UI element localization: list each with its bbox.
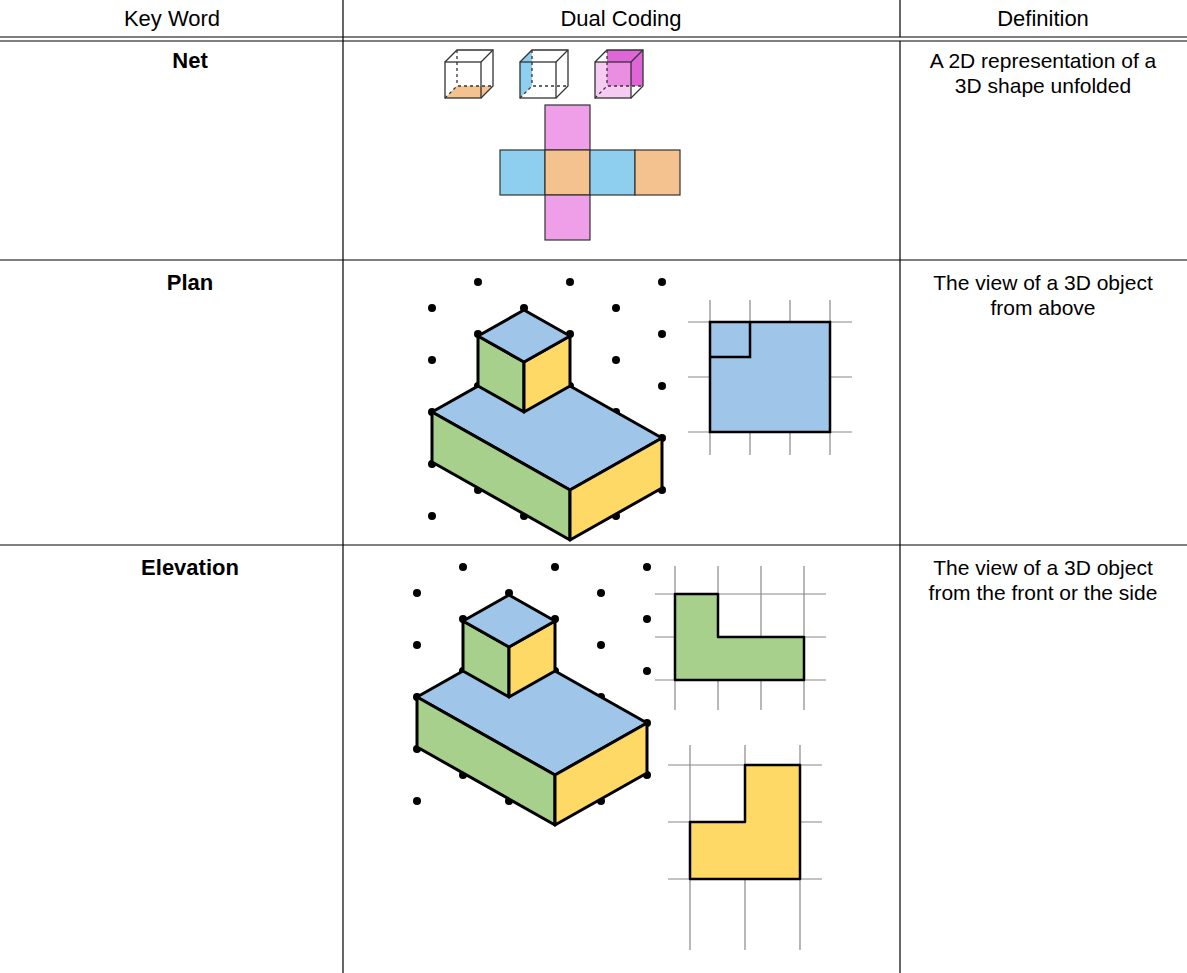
side-elevation <box>668 745 822 950</box>
front-elevation <box>655 566 826 710</box>
key-word: Elevation <box>40 555 340 581</box>
cube-sketches <box>445 50 643 98</box>
column-header: Definition <box>913 6 1173 32</box>
key-word: Net <box>40 48 340 74</box>
cube-pink-back <box>595 50 643 98</box>
definition-text: A 2D representation of a 3D shape unfold… <box>918 48 1168 98</box>
cube-net <box>500 105 680 240</box>
key-word: Plan <box>40 270 340 296</box>
definition-text: The view of a 3D object from the front o… <box>918 555 1168 605</box>
plan-view <box>688 300 852 455</box>
isometric-solid <box>413 563 651 825</box>
column-header: Dual Coding <box>421 6 821 32</box>
column-header: Key Word <box>22 6 322 32</box>
cube-orange-base <box>445 50 493 98</box>
isometric-solid <box>428 278 666 540</box>
definition-text: The view of a 3D object from above <box>918 270 1168 320</box>
cube-blue-side <box>520 50 568 98</box>
